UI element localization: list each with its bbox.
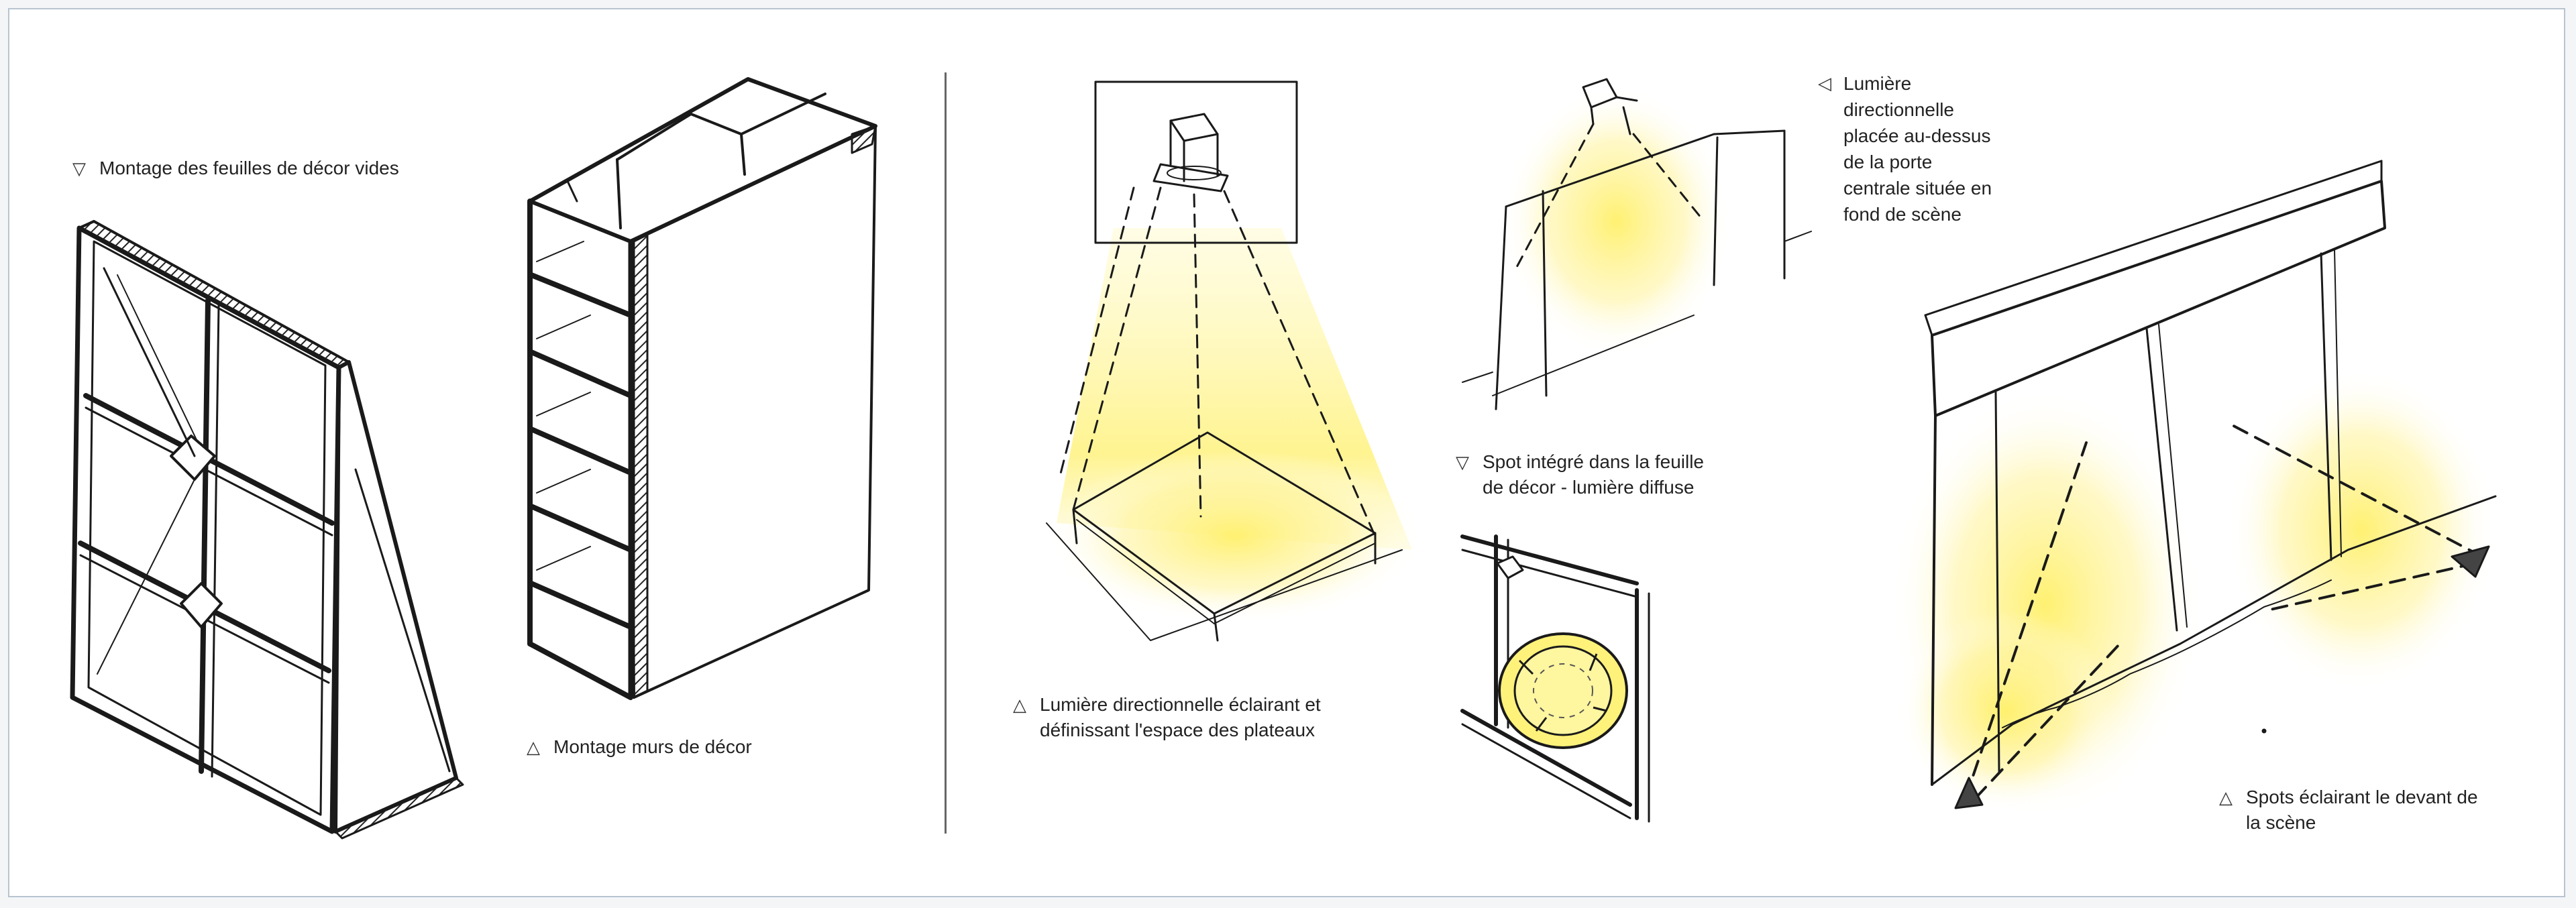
triangle-down-icon: ▽ [72,158,86,178]
section-divider [945,72,947,834]
caption-spots-devant: △ Spots éclairant le devant de la scène [2219,785,2478,836]
triangle-left-icon: ◁ [1818,73,1831,93]
triangle-down-icon: ▽ [1456,452,1469,472]
caption-text: Spot intégré dans la feuille de décor - … [1483,451,1704,498]
triangle-up-icon: △ [2219,787,2233,807]
caption-montage-murs: △ Montage murs de décor [527,734,752,760]
caption-text: Spots éclairant le devant de la scène [2246,787,2478,833]
caption-text: Lumière directionnelle éclairant et défi… [1040,694,1321,740]
integrated-spot-sketch [1460,534,1650,823]
caption-text: Lumière directionnelle placée au-dessus … [1843,73,1992,225]
triangle-up-icon: △ [527,737,540,757]
triangle-up-icon: △ [1013,695,1026,715]
decor-walls-sketch [527,77,877,700]
caption-text: Montage des feuilles de décor vides [99,158,399,178]
door-light-sketch [1462,78,1812,410]
plateau-light-sketch [1046,80,1422,642]
decor-sheets-sketch [70,220,464,840]
stage-spots-sketch [1892,160,2497,818]
caption-text: Montage murs de décor [553,736,752,757]
caption-spot-integre: ▽ Spot intégré dans la feuille de décor -… [1456,449,1704,500]
caption-lumiere-porte: ◁ Lumière directionnelle placée au-dessus… [1818,70,1992,227]
caption-lumiere-plateaux: △ Lumière directionnelle éclairant et déf… [1013,692,1321,743]
caption-montage-feuilles: ▽ Montage des feuilles de décor vides [72,156,399,181]
